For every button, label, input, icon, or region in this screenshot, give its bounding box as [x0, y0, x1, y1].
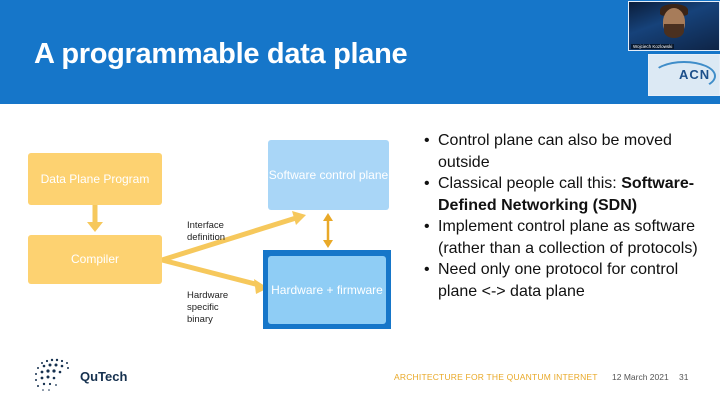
footer-course-title: ARCHITECTURE FOR THE QUANTUM INTERNET [394, 372, 598, 382]
bullet-text: Control plane can also be moved outside [438, 132, 672, 171]
bullet-text: Classical people call this: [438, 175, 622, 192]
video-logo-text: ACN [679, 67, 711, 82]
compiler-box: Compiler [28, 235, 162, 284]
arrow-head-down [323, 240, 333, 248]
hardware-firmware-box: Hardware + firmware [268, 256, 386, 324]
arrow-head-up [323, 213, 333, 221]
participant-name: Wojciech Kozlowski [631, 44, 675, 49]
bullet-text: Implement control plane as software (rat… [438, 218, 698, 257]
bullet-list: Control plane can also be moved outside … [424, 130, 714, 302]
bullet-bold-text: Software-Defined Networking (SDN) [438, 175, 695, 214]
hardware-specific-binary-label: Hardware specific binary [187, 290, 229, 325]
video-tile-speaker[interactable]: Wojciech Kozlowski [628, 1, 720, 51]
qutech-logo-icon [35, 358, 69, 391]
bullet-item: Control plane can also be moved outside [424, 130, 714, 173]
software-control-plane-box: Software control plane [268, 140, 389, 210]
bullet-item: Implement control plane as software (rat… [424, 216, 714, 259]
data-plane-program-box: Data Plane Program [28, 153, 162, 205]
arrow-head-software-control [292, 211, 306, 225]
interface-definition-label: Interface definition [187, 220, 226, 243]
footer-date: 12 March 2021 [612, 372, 669, 382]
speaker-beard [664, 24, 684, 38]
slide-title: A programmable data plane [34, 38, 408, 70]
footer-page-number: 31 [679, 372, 689, 382]
bullet-item: Need only one protocol for control plane… [424, 259, 714, 302]
logo-swirl-icon [652, 61, 716, 91]
arrow-head-compiler [87, 222, 103, 232]
arrow-to-hardware [161, 257, 260, 288]
slide-header: A programmable data plane [0, 0, 720, 104]
bullet-item: Classical people call this: Software-Def… [424, 173, 714, 216]
video-tile-logo[interactable]: ACN [648, 54, 720, 96]
qutech-logo-text: QuTech [80, 369, 128, 384]
bullet-text: Need only one protocol for control plane… [438, 261, 679, 300]
